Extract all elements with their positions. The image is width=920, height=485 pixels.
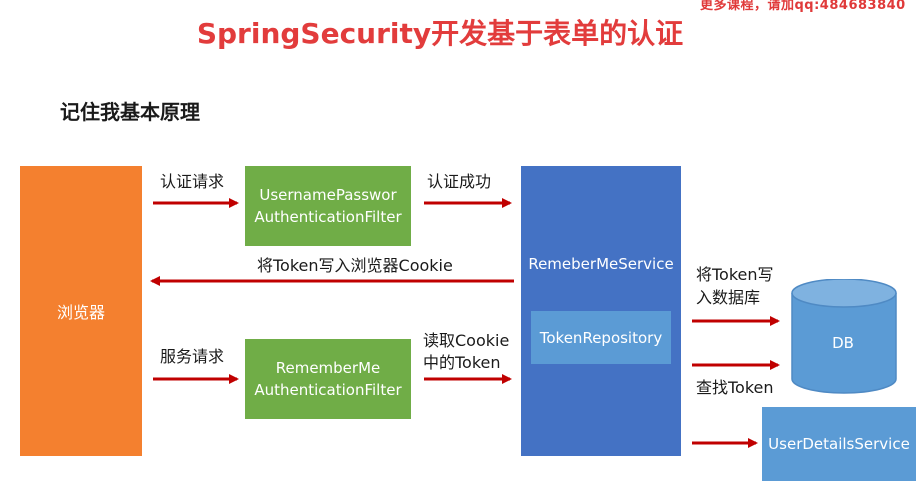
rememberme-service-label: RemeberMeService bbox=[528, 255, 674, 273]
label-read-cookie-line2: 中的Token bbox=[423, 353, 501, 372]
label-find-token: 查找Token bbox=[696, 378, 774, 397]
rememberme-filter-node: RememberMe AuthenticationFilter bbox=[245, 339, 411, 419]
browser-label: 浏览器 bbox=[56, 303, 105, 322]
username-password-filter-label: UsernamePasswor AuthenticationFilter bbox=[254, 186, 402, 226]
user-details-service-label: UserDetailsService bbox=[768, 435, 910, 453]
section-subtitle: 记住我基本原理 bbox=[60, 100, 200, 124]
username-password-filter-node: UsernamePasswor AuthenticationFilter bbox=[245, 166, 411, 246]
label-write-cookie: 将Token写入浏览器Cookie bbox=[257, 256, 453, 275]
token-repository-label: TokenRepository bbox=[539, 328, 663, 347]
page-title: SpringSecurity开发基于表单的认证 bbox=[196, 17, 684, 50]
label-service-request: 服务请求 bbox=[160, 347, 225, 366]
label-auth-success: 认证成功 bbox=[427, 172, 492, 191]
rememberme-filter-label: RememberMe AuthenticationFilter bbox=[254, 359, 402, 399]
user-details-service-node: UserDetailsService bbox=[762, 407, 916, 481]
token-repository-node: TokenRepository bbox=[531, 311, 671, 364]
browser-node: 浏览器 bbox=[20, 166, 142, 456]
watermark-text: 更多课程，请加qq:484683840 bbox=[700, 0, 906, 13]
db-label: DB bbox=[832, 334, 854, 352]
label-write-db-line2: 入数据库 bbox=[696, 288, 761, 307]
database-cylinder bbox=[791, 279, 897, 394]
label-auth-request: 认证请求 bbox=[160, 172, 225, 191]
label-read-cookie-line1: 读取Cookie bbox=[423, 331, 510, 350]
label-write-db-line1: 将Token写 bbox=[696, 265, 774, 284]
